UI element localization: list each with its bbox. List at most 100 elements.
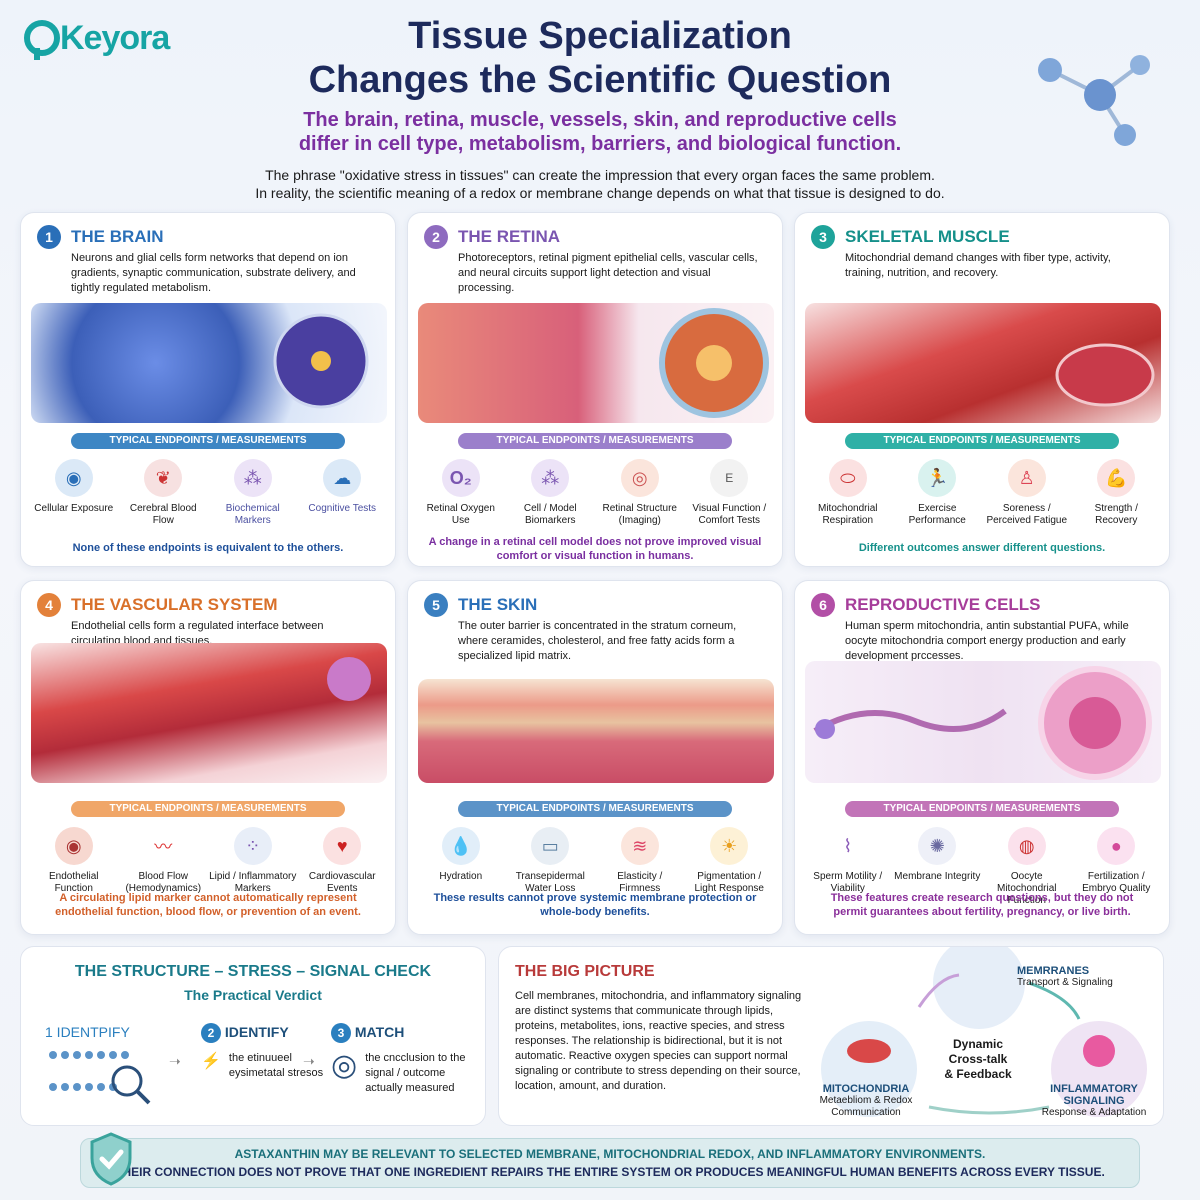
sperm-icon: ⌇ <box>828 827 867 865</box>
skin-illustration <box>418 679 774 783</box>
network-icon: ⁂ <box>531 459 570 497</box>
body-icon: ♙ <box>1007 459 1046 497</box>
retina-illustration <box>418 303 774 423</box>
muscle-illustration <box>805 303 1161 423</box>
endpoint-item: ♙Soreness / Perceived Fatigue <box>983 459 1071 527</box>
molecule-decoration-icon <box>1038 55 1150 146</box>
endpoint-item: ◎Retinal Structure (Imaging) <box>596 459 684 527</box>
runner-icon: 🏃 <box>918 459 957 497</box>
endpoints-list: ◉Cellular Exposure ❦Cerebral Blood Flow … <box>29 459 387 527</box>
vessel-illustration <box>31 643 387 783</box>
shield-check-icon <box>90 1132 132 1186</box>
panel-title: THE BIG PICTURE <box>515 963 655 980</box>
logo-text: Keyora <box>60 18 170 57</box>
card-title: REPRODUCTIVE CELLS <box>845 595 1041 614</box>
card-vascular-system: 4 THE VASCULAR SYSTEM Endothelial cells … <box>20 580 396 935</box>
endpoints-banner: TYPICAL ENDPOINTS / MEASUREMENTS <box>71 433 345 449</box>
brain-illustration <box>31 303 387 423</box>
footer-line-1: ASTAXANTHIN MAY BE RELEVANT TO SELECTED … <box>234 1147 986 1161</box>
footer-line-2: THEIR CONNECTION DOES NOT PROVE THAT ONE… <box>115 1165 1105 1179</box>
intro-text: The phrase "oxidative stress in tissues"… <box>255 167 945 201</box>
cell-icon: ◉ <box>54 459 93 497</box>
card-note: These features create research questions… <box>830 892 1134 918</box>
target-icon: ◎ <box>331 1049 358 1082</box>
endpoint-item: ❦Cerebral Blood Flow <box>119 459 207 527</box>
arrow-right-icon: ➝ <box>303 1053 315 1069</box>
oxygen-icon: O₂ <box>441 459 480 497</box>
endpoints-list: ⬭Mitochondrial Respiration 🏃Exercise Per… <box>803 459 1161 527</box>
card-title: THE RETINA <box>458 227 560 246</box>
pulse-icon: 〰 <box>144 827 183 865</box>
panel-title: THE STRUCTURE – STRESS – SIGNAL CHECK <box>74 963 432 980</box>
crosstalk-diagram <box>821 947 1147 1117</box>
endpoint-item: ▭Transepidermal Water Loss <box>506 827 594 895</box>
card-description: The outer barrier is concentrated in the… <box>458 620 737 662</box>
endpoint-item: ☀Pigmentation / Light Response <box>685 827 773 895</box>
endpoints-banner: TYPICAL ENDPOINTS / MEASUREMENTS <box>71 801 345 817</box>
embryo-icon: ● <box>1097 827 1136 865</box>
sun-icon: ☀ <box>710 827 749 865</box>
arrow-right-icon: ➝ <box>169 1053 181 1069</box>
footer-disclaimer: ASTAXANTHIN MAY BE RELEVANT TO SELECTED … <box>80 1138 1140 1188</box>
card-brain: 1 THE BRAIN Neurons and glial cells form… <box>20 212 396 567</box>
card-note: A circulating lipid marker cannot automa… <box>55 892 361 918</box>
card-description: Neurons and glial cells form networks th… <box>71 252 356 294</box>
endpoint-item: ⬭Mitochondrial Respiration <box>804 459 892 527</box>
membrane-magnifier-icon <box>49 1051 151 1105</box>
panel-subtitle: The Practical Verdict <box>184 987 322 1003</box>
endpoint-item: ⁂Cell / Model Biomarkers <box>506 459 594 527</box>
card-number: 3 <box>811 225 835 249</box>
card-reproductive-cells: 6 REPRODUCTIVE CELLS Human sperm mitocho… <box>794 580 1170 935</box>
endpoint-item: ●Fertilization / Embryo Quality <box>1072 827 1160 907</box>
page-subtitle: The brain, retina, muscle, vessels, skin… <box>298 109 902 155</box>
card-title: THE BRAIN <box>71 227 164 246</box>
heart-icon: ♥ <box>323 827 362 865</box>
card-number: 1 <box>37 225 61 249</box>
target-icon: ◎ <box>620 459 659 497</box>
card-number: 6 <box>811 593 835 617</box>
page-title: Tissue Specialization Changes the Scient… <box>308 15 892 101</box>
endpoints-list: ◉Endothelial Function 〰Blood Flow (Hemod… <box>29 827 387 895</box>
endpoints-banner: TYPICAL ENDPOINTS / MEASUREMENTS <box>845 433 1119 449</box>
big-picture-panel: THE BIG PICTURE Cell membranes, mitochon… <box>498 946 1164 1126</box>
card-description: Photoreceptors, retinal pigment epitheli… <box>458 252 758 294</box>
card-description: Mitochondrial demand changes with fiber … <box>845 252 1111 279</box>
endpoints-list: ⌇Sperm Motility / Viability ✺Membrane In… <box>803 827 1161 907</box>
molecule-icon: ⁂ <box>233 459 272 497</box>
arm-icon: 💪 <box>1097 459 1136 497</box>
endpoints-banner: TYPICAL ENDPOINTS / MEASUREMENTS <box>458 433 732 449</box>
card-number: 4 <box>37 593 61 617</box>
card-skin: 5 THE SKIN The outer barrier is concentr… <box>407 580 783 935</box>
endpoint-item: 💪Strength / Recovery <box>1072 459 1160 527</box>
water-drop-icon: 💧 <box>441 827 480 865</box>
card-note: A change in a retinal cell model does no… <box>428 536 762 562</box>
card-title: SKELETAL MUSCLE <box>845 227 1010 246</box>
crosstalk-center-label: Dynamic Cross-talk & Feedback <box>944 1037 1012 1081</box>
card-note: These results cannot prove systemic memb… <box>433 892 757 918</box>
keyora-logo: Keyora <box>22 18 170 60</box>
oocyte-icon: ◍ <box>1007 827 1046 865</box>
card-note: None of these endpoints is equivalent to… <box>72 542 344 554</box>
card-description: Human sperm mitochondria, antin substant… <box>845 620 1129 662</box>
eye-chart-icon: E <box>710 459 749 497</box>
blood-flow-icon: ❦ <box>144 459 183 497</box>
card-title: THE VASCULAR SYSTEM <box>71 595 278 614</box>
membrane-icon: ✺ <box>918 827 957 865</box>
endpoint-item: ⁂Biochemical Markers <box>209 459 297 527</box>
endpoint-item: 🏃Exercise Performance <box>893 459 981 527</box>
endothelial-icon: ◉ <box>54 827 93 865</box>
endpoints-banner: TYPICAL ENDPOINTS / MEASUREMENTS <box>845 801 1119 817</box>
endpoint-item: ◍Oocyte Mitochondrial Function <box>983 827 1071 907</box>
step-2: 2 IDENTIFY ⚡the etinuueel eysimetatal st… <box>201 1023 324 1079</box>
card-note: Different outcomes answer different ques… <box>858 542 1106 554</box>
lipid-icon: ⁘ <box>233 827 272 865</box>
card-retina: 2 THE RETINA Photoreceptors, retinal pig… <box>407 212 783 567</box>
card-number: 5 <box>424 593 448 617</box>
lightning-icon: ⚡ <box>201 1053 221 1070</box>
card-title: THE SKIN <box>458 595 538 614</box>
